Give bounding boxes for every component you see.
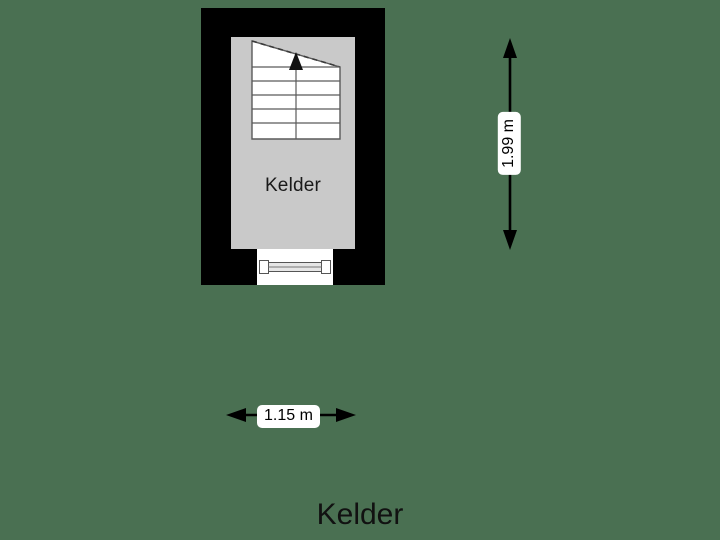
staircase <box>251 40 341 140</box>
door-leaf <box>259 260 331 274</box>
plan-title: Kelder <box>316 498 404 531</box>
dimension-label-horizontal: 1.15 m <box>257 405 320 428</box>
dimension-label-vertical: 1.99 m <box>498 112 521 175</box>
room-label-kelder: Kelder <box>264 175 322 196</box>
